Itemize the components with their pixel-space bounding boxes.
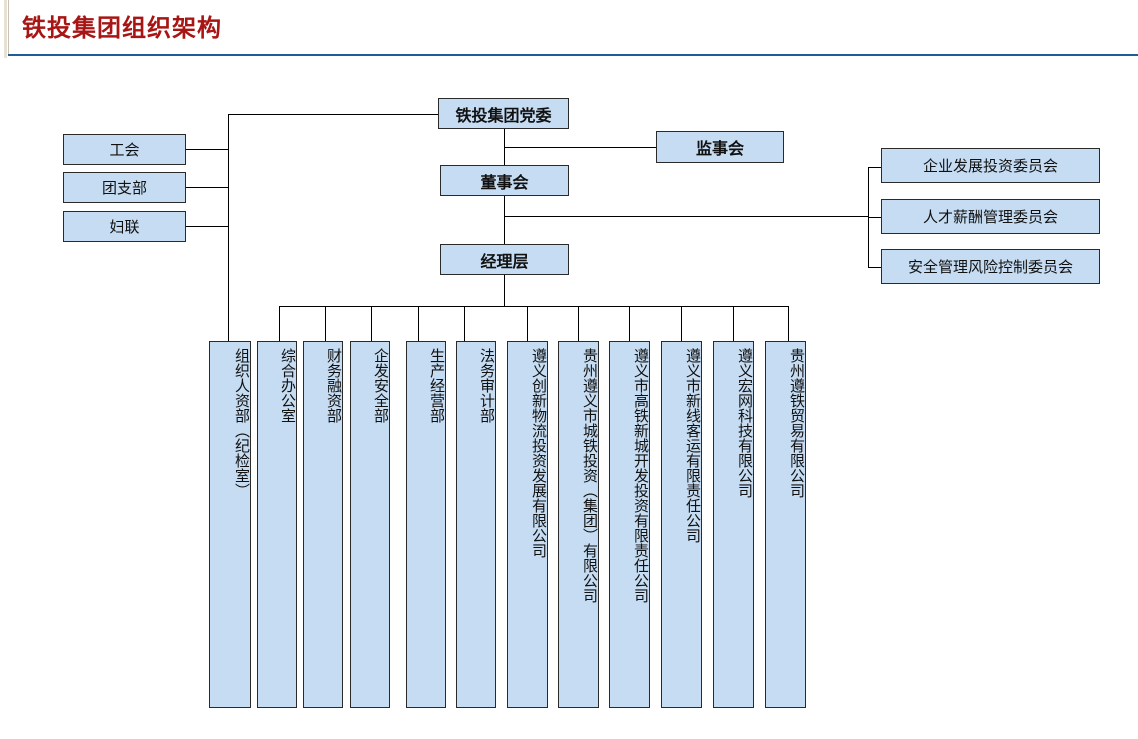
node-sub-hongwang-tech[interactable]: 遵义宏网科技有限公司 (713, 341, 754, 708)
node-union[interactable]: 工会 (63, 134, 186, 165)
line-drop-dept-2 (325, 306, 326, 341)
line-drop-dept-6 (527, 306, 528, 341)
line-drop-dept-11 (788, 306, 789, 341)
node-sub-innovation-logistics[interactable]: 遵义创新物流投资发展有限公司 (507, 341, 548, 708)
node-sub-hongwang-tech-label: 遵义宏网科技有限公司 (736, 348, 754, 498)
page-title: 铁投集团组织架构 (22, 14, 222, 42)
node-dept-finance-funding-label: 财务融资部 (325, 348, 343, 423)
node-dept-legal-audit[interactable]: 法务审计部 (456, 341, 496, 708)
line-drop-dept-1 (279, 306, 280, 341)
node-sub-zuntie-trading[interactable]: 贵州遵铁贸易有限公司 (765, 341, 806, 708)
line-department-bus (279, 306, 788, 307)
line-party-to-supervisors (504, 147, 657, 148)
line-drop-dept-9 (681, 306, 682, 341)
line-left-vertical-bus (228, 114, 229, 341)
line-board-to-management (504, 196, 505, 245)
node-party-committee[interactable]: 铁投集团党委 (438, 98, 569, 129)
line-drop-dept-7 (578, 306, 579, 341)
line-board-to-committee-bus (504, 216, 869, 217)
line-drop-dept-10 (733, 306, 734, 341)
node-dept-enterprise-dev-safety[interactable]: 企发安全部 (350, 341, 390, 708)
node-dept-legal-audit-label: 法务审计部 (478, 348, 496, 423)
line-to-talent-pay-committee (868, 217, 882, 218)
line-to-dev-invest-committee (868, 167, 882, 168)
node-dept-organization-hr-label: 组织人资部（纪检室） (233, 348, 251, 498)
node-safety-risk-committee[interactable]: 安全管理风险控制委员会 (881, 249, 1100, 284)
line-party-to-left-bus (228, 114, 438, 115)
node-sub-highspeed-newtown[interactable]: 遵义市高铁新城开发投资有限责任公司 (609, 341, 650, 708)
line-to-womens-federation (186, 226, 229, 227)
line-to-union (186, 149, 229, 150)
node-talent-pay-committee[interactable]: 人才薪酬管理委员会 (881, 199, 1100, 234)
node-dept-general-office[interactable]: 综合办公室 (257, 341, 297, 708)
node-dept-enterprise-dev-safety-label: 企发安全部 (372, 348, 390, 423)
node-dept-general-office-label: 综合办公室 (279, 348, 297, 423)
node-sub-innovation-logistics-label: 遵义创新物流投资发展有限公司 (530, 348, 548, 558)
line-management-to-dept-bus (504, 275, 505, 306)
line-to-youth-league (186, 187, 229, 188)
page-left-rule (8, 0, 9, 54)
node-board-of-directors[interactable]: 董事会 (440, 165, 569, 196)
node-sub-zuntie-trading-label: 贵州遵铁贸易有限公司 (788, 348, 806, 498)
node-sub-highspeed-newtown-label: 遵义市高铁新城开发投资有限责任公司 (632, 348, 650, 603)
node-dept-organization-hr[interactable]: 组织人资部（纪检室） (209, 341, 251, 708)
line-drop-dept-8 (629, 306, 630, 341)
header-divider (8, 54, 1138, 56)
node-board-of-supervisors[interactable]: 监事会 (656, 131, 784, 163)
line-to-safety-risk-committee (868, 267, 882, 268)
node-management[interactable]: 经理层 (440, 244, 569, 275)
page-left-strip (4, 0, 7, 58)
node-sub-city-rail-investment-label: 贵州遵义市城铁投资（集团）有限公司 (581, 348, 599, 603)
line-drop-dept-3 (371, 306, 372, 341)
node-sub-newline-passenger-label: 遵义市新线客运有限责任公司 (684, 348, 702, 543)
node-youth-league[interactable]: 团支部 (63, 172, 186, 203)
node-sub-newline-passenger[interactable]: 遵义市新线客运有限责任公司 (661, 341, 702, 708)
node-sub-city-rail-investment[interactable]: 贵州遵义市城铁投资（集团）有限公司 (558, 341, 599, 708)
node-dept-production-operations[interactable]: 生产经营部 (406, 341, 446, 708)
line-drop-dept-4 (418, 306, 419, 341)
node-dept-finance-funding[interactable]: 财务融资部 (303, 341, 343, 708)
line-drop-dept-5 (464, 306, 465, 341)
node-dev-invest-committee[interactable]: 企业发展投资委员会 (881, 148, 1100, 183)
node-womens-federation[interactable]: 妇联 (63, 211, 186, 242)
node-dept-production-operations-label: 生产经营部 (428, 348, 446, 423)
